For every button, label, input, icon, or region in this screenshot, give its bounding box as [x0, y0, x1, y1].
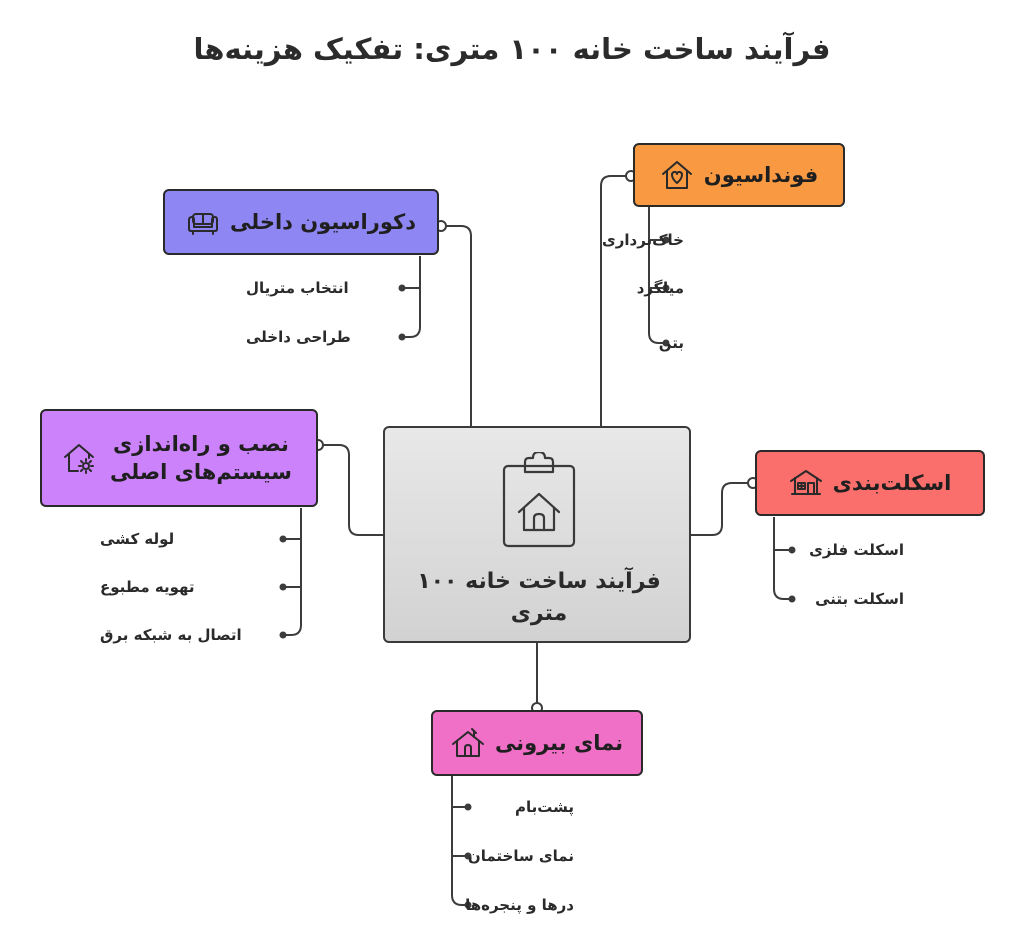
- branch-foundation: فونداسیون: [633, 143, 845, 207]
- leaf-facade-2: نمای ساختمان: [467, 847, 574, 865]
- leaf-foundation-3: بتن: [658, 334, 684, 352]
- leaf-systems-2: تهویه مطبوع: [100, 578, 195, 596]
- leaf-systems-3: اتصال به شبکه برق: [100, 626, 242, 644]
- leaf-systems-1: لوله کشی: [100, 530, 175, 548]
- branch-systems: نصب و راه‌اندازی سیستم‌های اصلی: [40, 409, 318, 507]
- house-frame-icon: [789, 466, 823, 500]
- leaf-foundation-2: میلگرد: [636, 279, 684, 297]
- house-heart-icon: [660, 158, 694, 192]
- house-roof-icon: [451, 726, 485, 760]
- center-node: فرآیند ساخت خانه ۱۰۰ متری: [383, 426, 691, 643]
- center-label: فرآیند ساخت خانه ۱۰۰ متری: [417, 569, 661, 626]
- clipboard-house-icon: [501, 450, 577, 548]
- branch-interior: دکوراسیون داخلی: [163, 189, 439, 255]
- leaf-foundation-1: خاک‌برداری: [602, 231, 684, 249]
- branch-facade: نمای بیرونی: [431, 710, 643, 776]
- leaf-interior-1: انتخاب متریال: [246, 279, 349, 297]
- sofa-icon: [186, 205, 220, 239]
- page-title: فرآیند ساخت خانه ۱۰۰ متری: تفکیک هزینه‌ه…: [193, 32, 831, 66]
- house-gear-icon: [62, 441, 96, 475]
- branch-skeleton: اسکلت‌بندی: [755, 450, 985, 516]
- leaf-facade-3: درها و پنجره‌ها: [465, 896, 574, 914]
- branch-skeleton-label: اسکلت‌بندی: [832, 471, 952, 495]
- branch-foundation-label: فونداسیون: [703, 163, 819, 187]
- leaf-interior-2: طراحی داخلی: [246, 328, 351, 346]
- leaf-facade-1: پشت‌بام: [514, 798, 574, 816]
- branch-interior-label: دکوراسیون داخلی: [230, 210, 416, 234]
- branch-facade-label: نمای بیرونی: [494, 731, 624, 755]
- leaf-skeleton-1: اسکلت فلزی: [809, 541, 904, 559]
- leaf-skeleton-2: اسکلت بتنی: [815, 590, 904, 608]
- branch-systems-label: نصب و راه‌اندازی سیستم‌های اصلی: [110, 432, 292, 484]
